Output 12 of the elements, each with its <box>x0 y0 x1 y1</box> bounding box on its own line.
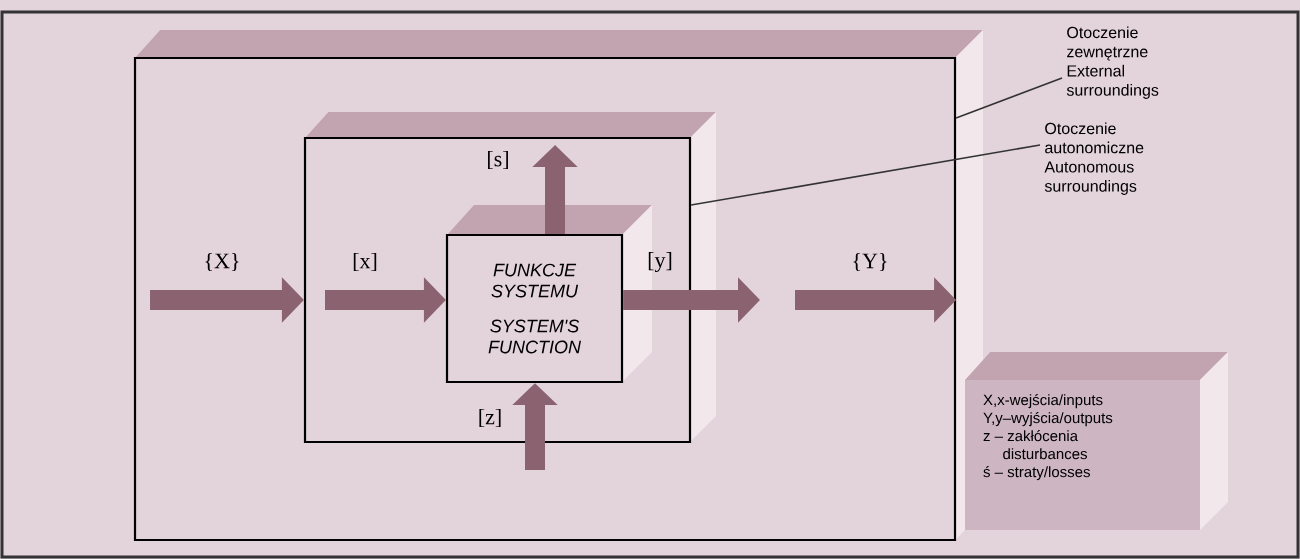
inner-box <box>303 112 716 444</box>
edge-label: {Y} <box>853 252 887 272</box>
callout-text: Otoczenie autonomiczne Autonomous surroundings <box>1044 122 1144 195</box>
leader-line <box>690 144 1041 206</box>
leader-line <box>955 77 1063 119</box>
edge-label: [s] <box>488 150 508 170</box>
outer-box <box>133 30 983 542</box>
edge-label: [x] <box>353 252 377 272</box>
callout-text: Otoczenie zewnętrzne External surroundings <box>1066 26 1159 99</box>
key-box: X,x-wejścia/inputs Y,y–wyjścia/outputs z – zakłócenia disturbances ś – straty/losses <box>965 352 1228 530</box>
edge-label: {X} <box>205 252 239 272</box>
edge-label: [z] <box>479 408 501 428</box>
